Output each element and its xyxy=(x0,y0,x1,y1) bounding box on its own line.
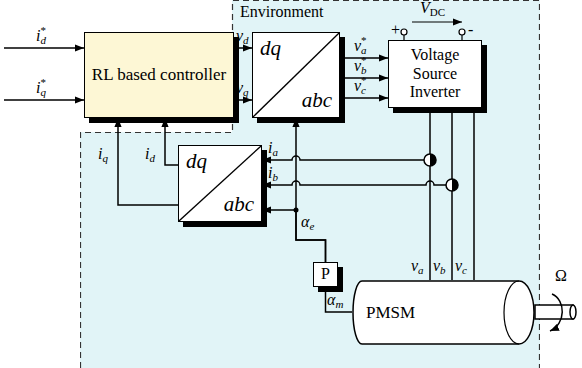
signal-symbol: V xyxy=(420,0,430,16)
signal-symbol: α xyxy=(327,292,335,308)
frame-label: abc xyxy=(224,194,254,215)
region-title: Environment xyxy=(240,3,324,21)
signal-symbol: v xyxy=(455,258,462,274)
rotation-arrow xyxy=(550,294,562,331)
signal-connector xyxy=(429,108,431,280)
signal-subscript: q xyxy=(102,153,108,164)
signal-symbol: v xyxy=(354,38,361,54)
signal-subscript: c xyxy=(462,265,467,276)
signal-superscript: * xyxy=(40,77,46,88)
motor-label: PMSM xyxy=(366,303,415,323)
current-sensor xyxy=(446,179,458,191)
diagonal-line xyxy=(179,146,261,221)
frame-label: dq xyxy=(260,38,281,59)
input-arrow xyxy=(4,47,84,49)
signal-symbol: v xyxy=(354,78,361,94)
current-sensor xyxy=(424,154,436,166)
box-text-holder: Voltage Source Inverter xyxy=(389,46,481,101)
box-text-holder: RL based controller xyxy=(88,65,230,85)
box-label: P xyxy=(321,265,330,282)
signal-subscript: d xyxy=(40,35,46,46)
signal-symbol: i xyxy=(36,80,40,96)
signal-subscript: d xyxy=(149,153,155,164)
signal-superscript: * xyxy=(361,35,367,46)
signal-subscript: e xyxy=(309,221,314,232)
signal-symbol: + xyxy=(391,22,400,38)
frame-label: abc xyxy=(302,90,332,111)
current-sensor-mark xyxy=(452,179,458,191)
inverter-box: Voltage Source Inverter xyxy=(388,40,482,108)
voltage-arrow xyxy=(412,21,462,22)
signal-subscript: c xyxy=(361,85,366,96)
terminal xyxy=(459,29,465,35)
terminal xyxy=(401,29,407,35)
signal-symbol: v xyxy=(236,80,243,96)
region-border xyxy=(81,1,540,368)
signal-subscript: m xyxy=(335,299,343,310)
box-label: RL based controller xyxy=(92,65,226,84)
motor-shaft xyxy=(535,305,573,319)
box-text-holder: P xyxy=(317,265,334,283)
diagonal-line xyxy=(253,33,339,117)
signal-superscript: * xyxy=(361,55,367,66)
signal-connector xyxy=(234,99,252,101)
signal-symbol: v xyxy=(354,58,361,74)
signal-subscript: DC xyxy=(430,7,445,18)
signal-subscript: a xyxy=(418,265,424,276)
motor-housing xyxy=(353,281,534,344)
signal-symbol: - xyxy=(468,22,473,38)
signal-symbol: v xyxy=(433,258,440,274)
signal-symbol: i xyxy=(268,165,272,181)
motor-body: PMSM xyxy=(352,280,535,345)
frame-label: dq xyxy=(186,151,207,172)
signal-symbol: i xyxy=(268,140,272,156)
transform-box: dq abc xyxy=(178,145,262,222)
box-label: Voltage Source Inverter xyxy=(410,46,461,100)
signal-subscript: q xyxy=(243,87,249,98)
signal-symbol: v xyxy=(236,28,243,44)
input-arrow xyxy=(4,99,84,101)
signal-symbol: Ω xyxy=(555,268,567,284)
signal-superscript: * xyxy=(40,25,46,36)
signal-superscript: * xyxy=(361,75,367,86)
signal-connector xyxy=(451,108,453,280)
junction-dot xyxy=(294,208,299,213)
signal-symbol: i xyxy=(36,28,40,44)
transform-box: dq abc xyxy=(252,32,340,118)
region-fill xyxy=(80,0,540,368)
signal-symbol: v xyxy=(411,258,418,274)
signal-connector xyxy=(340,97,388,99)
controller-box: RL based controller xyxy=(84,32,234,118)
motor-end xyxy=(504,281,519,344)
signal-subscript: b xyxy=(272,172,278,183)
signal-connector xyxy=(234,47,252,49)
signal-subscript: q xyxy=(40,87,46,98)
signal-subscript: d xyxy=(243,35,249,46)
signal-subscript: b xyxy=(440,265,446,276)
signal-symbol: i xyxy=(98,146,102,162)
position-sensor-box: P xyxy=(313,262,338,287)
signal-symbol: α xyxy=(301,214,309,230)
shaft-end xyxy=(570,305,576,319)
signal-connector xyxy=(473,108,475,280)
current-sensor-mark xyxy=(430,154,436,166)
signal-symbol: i xyxy=(145,146,149,162)
signal-subscript: a xyxy=(272,147,278,158)
